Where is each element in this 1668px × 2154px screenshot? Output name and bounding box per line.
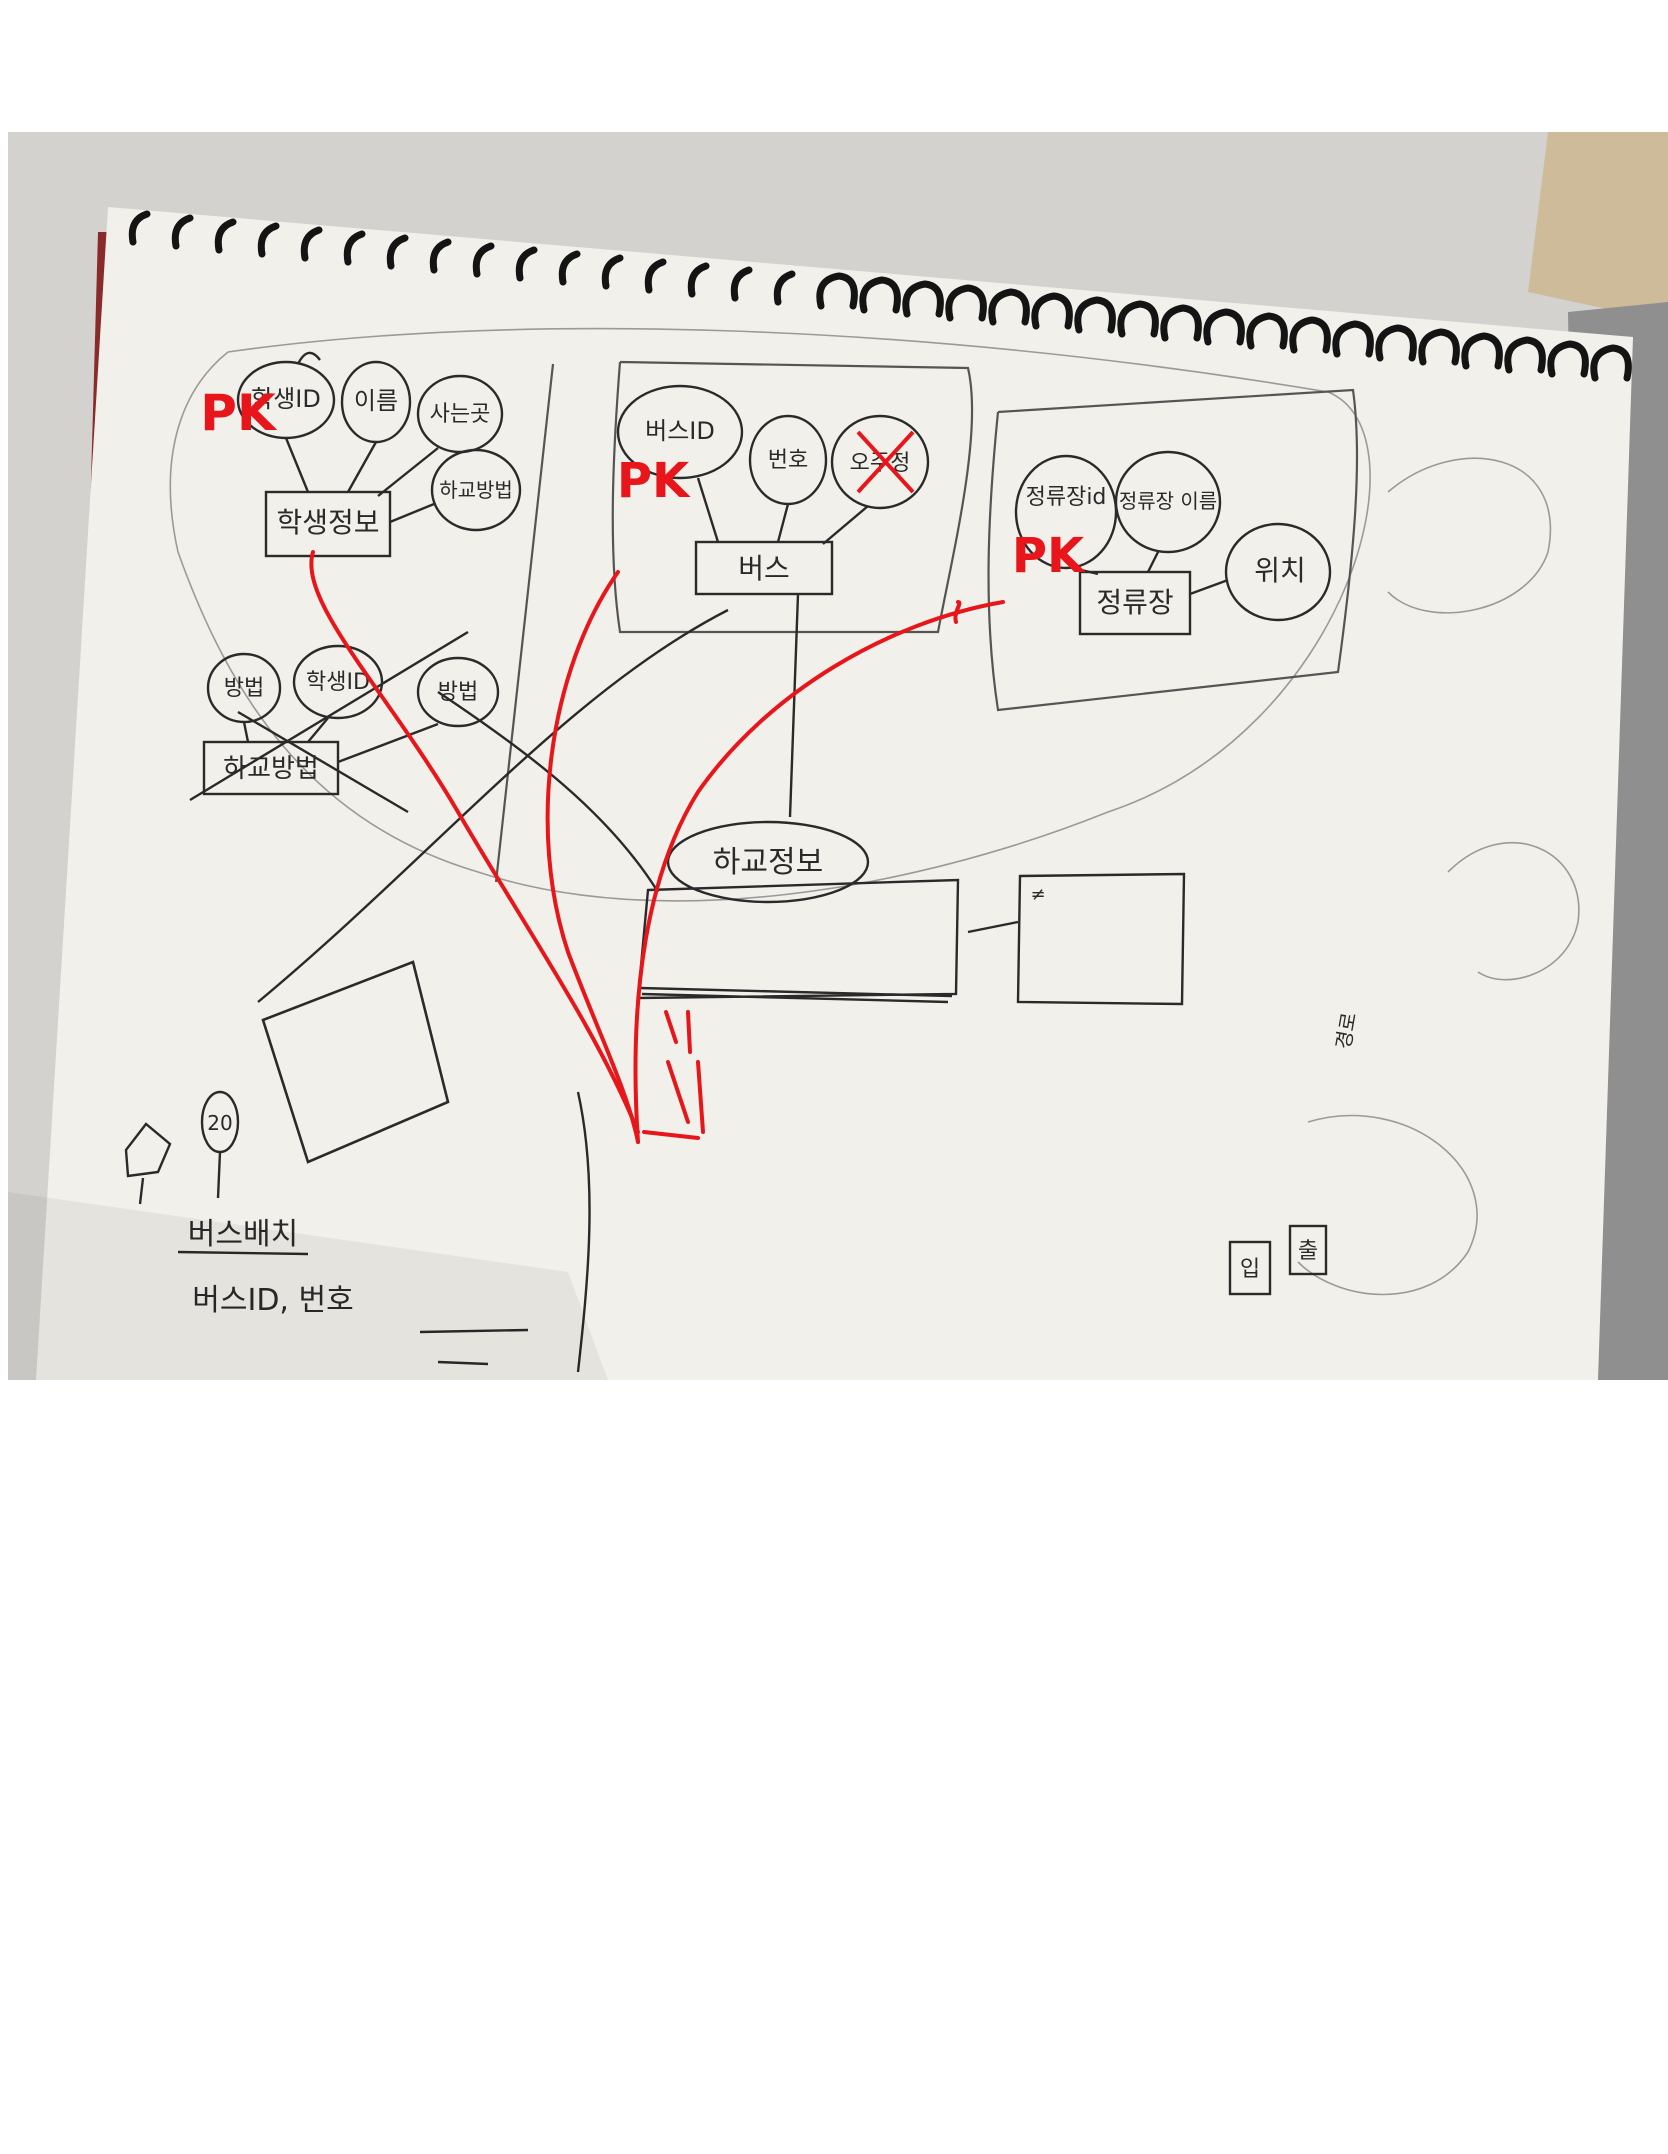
cardboard-edge [1528,132,1668,322]
attr-student-name: 이름 [354,387,398,415]
sketch-parallelogram [261,960,450,1164]
corner-mark-out: 출 [1298,1239,1318,1264]
attr-bus-id: 버스ID [645,417,715,445]
entity-bus-label: 버스 [738,552,790,585]
entity-stop [1014,450,1332,636]
pk-mark-stop: PK [1012,528,1086,584]
attr-stop-location: 위치 [1254,554,1306,587]
note-bus-id-number: 버스ID, 번호 [192,1283,353,1318]
entity-student-label: 학생정보 [276,506,379,539]
entity-method-label: 하교방법 [223,754,319,784]
pk-mark-student: PK [200,384,278,442]
entity-student [236,351,522,558]
notebook-photo: 학생ID 이름 사는곳 하교방법 학생정보 PK 버스ID 번호 오주정 버스 … [8,132,1668,1380]
attr-stop-id: 정류장id [1026,485,1107,510]
note-bus-arrangement: 버스배치 [188,1217,298,1252]
spiral-binding [128,210,1632,382]
attr-method-student-id: 학생ID [306,670,370,695]
pencil-sketch-lines [169,327,1580,1296]
bottom-left-sketches [124,1090,591,1373]
entity-method [189,630,500,814]
attr-student-id: 학생ID [251,385,321,413]
center-relation-label: 하교정보 [713,845,823,880]
corner-mark-in: 입 [1240,1257,1260,1282]
pk-mark-bus: PK [617,453,691,509]
corner-boxes [1228,1224,1328,1296]
attr-stop-name: 정류장 이름 [1119,489,1217,513]
badge-number: 20 [207,1111,232,1135]
cross-out-mark [856,430,915,494]
entity-stop-label: 정류장 [1096,586,1173,619]
attr-student-commute: 하교방법 [439,478,513,502]
attr-method-2: 방법 [438,680,478,705]
attr-method-1: 방법 [224,676,264,701]
attr-bus-number: 번호 [768,448,808,473]
paper-sheet [36,207,1633,1380]
red-relationship-lines [309,550,1005,1144]
shadow [8,1192,608,1380]
section-borders [494,360,1359,883]
entity-bus [616,384,930,818]
corner-scribble: ≠ [1030,884,1045,905]
attr-student-address: 사는곳 [430,402,491,427]
